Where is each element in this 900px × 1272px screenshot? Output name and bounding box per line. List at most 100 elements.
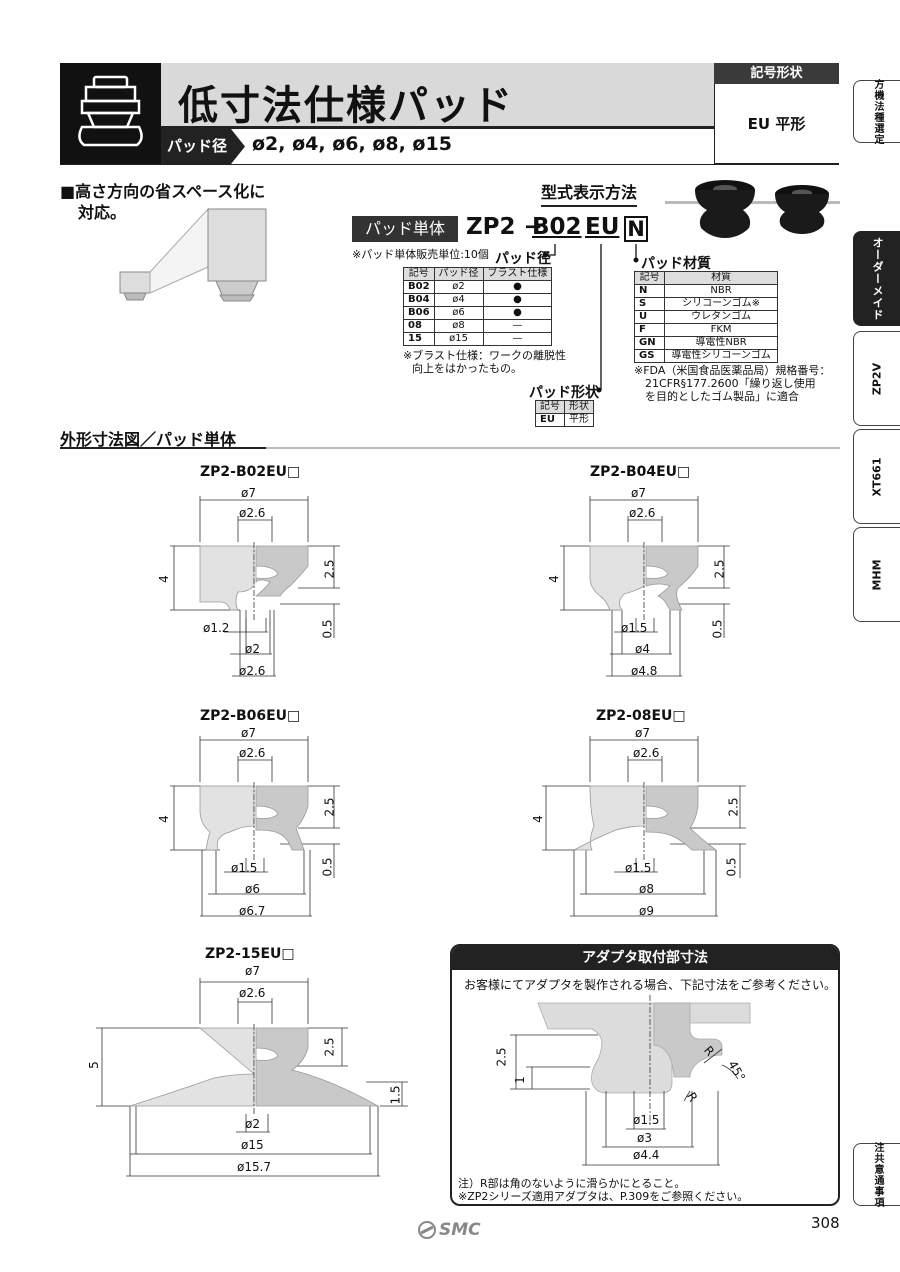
dim-15-c: ø15.7: [237, 1160, 272, 1174]
col-header: 記号: [633, 271, 666, 285]
drawing-title-b02: ZP2-B02EU□: [200, 464, 301, 480]
symbol-shape-label: 記号形状: [714, 63, 839, 84]
fda-note-3: を目的としたゴム製品」に適合: [645, 390, 799, 403]
dim-b06-top: ø7: [241, 726, 256, 740]
shape-title: パッド形状: [529, 385, 599, 401]
dim-15-height: 5: [86, 1061, 101, 1069]
tab-label: XT661: [870, 457, 884, 496]
blast-note-1: ※ブラスト仕様：ワークの離脱性: [403, 349, 566, 362]
adapter-d3: ø4.4: [633, 1148, 660, 1162]
dim-08-top: ø7: [635, 726, 650, 740]
dim-b04-top: ø7: [631, 486, 646, 500]
col-header: 形状: [564, 400, 594, 414]
dim-b04-b: ø4: [635, 642, 650, 656]
adapter-d1: ø1.5: [633, 1113, 660, 1127]
smc-logo: SMC: [418, 1220, 481, 1240]
drawing-title-b06: ZP2-B06EU□: [200, 708, 301, 724]
dim-08-mid: ø2.6: [633, 746, 660, 760]
symbol-box: [714, 84, 839, 164]
adapter-d2: ø3: [637, 1131, 652, 1145]
dim-b02-h1: 2.5: [322, 559, 337, 579]
drawing-b02: [170, 496, 340, 677]
dim-b06-h1: 2.5: [322, 797, 337, 817]
title-bar: [161, 63, 714, 129]
page-title: 低寸法仕様パッド: [178, 83, 514, 129]
dim-b02-top: ø7: [241, 486, 256, 500]
dim-b06-mid: ø2.6: [239, 746, 266, 760]
dim-b04-c: ø4.8: [631, 664, 658, 678]
col-header: パッド径: [433, 267, 484, 281]
tab-common-notes[interactable]: 注共意通事項: [853, 1142, 900, 1208]
dim-b04-mid: ø2.6: [629, 506, 656, 520]
col-header: ブラスト仕様: [482, 267, 553, 281]
dim-b04-h1: 2.5: [712, 559, 727, 579]
dim-b06-a: ø1.5: [231, 861, 258, 875]
adapter-panel: [450, 944, 840, 1206]
dim-15-top: ø7: [245, 964, 260, 978]
tab-model-selection[interactable]: 方機法種選定: [853, 78, 900, 145]
dim-b02-a: ø1.2: [203, 621, 230, 635]
col-header: 記号: [535, 400, 565, 414]
dim-b06-h2: 0.5: [320, 857, 335, 877]
tab-label: MHM: [870, 558, 884, 591]
dim-08-h1: 2.5: [726, 797, 741, 817]
section-rule: [665, 201, 840, 204]
dim-08-a: ø1.5: [625, 861, 652, 875]
smc-logo-icon: [418, 1221, 436, 1239]
brand-name: SMC: [439, 1220, 481, 1240]
feature-line-1: ■高さ方向の省スペース化に: [60, 182, 266, 201]
dim-08-h2: 0.5: [724, 857, 739, 877]
fda-note-2: 21CFR§177.2600「繰り返し使用: [645, 377, 816, 390]
fda-note-1: ※FDA（米国食品医薬品局）規格番号：: [634, 364, 831, 377]
code-pad-shape: EU: [585, 214, 620, 240]
dim-15-a: ø2: [245, 1117, 260, 1131]
drawing-title-15: ZP2-15EU□: [205, 946, 295, 962]
feature-line-2: 対応。: [78, 203, 127, 222]
dim-15-b: ø15: [241, 1138, 264, 1152]
symbol-value: EU 平形: [747, 115, 806, 133]
col-header: 記号: [403, 267, 435, 281]
page-number: 308: [811, 1214, 840, 1232]
code-pad-dia: B02: [532, 214, 582, 240]
drawing-b04: [560, 496, 730, 677]
tab-xt661[interactable]: XT661: [853, 429, 900, 524]
tab-mhm[interactable]: MHM: [853, 527, 900, 622]
adapter-h2: 1: [512, 1076, 527, 1084]
dim-b02-c: ø2.6: [239, 664, 266, 678]
unit-label: パッド単体: [352, 216, 458, 242]
pad-dia-title: パッド径: [495, 251, 551, 267]
code-prefix: ZP2 −: [466, 214, 551, 240]
tab-zp2v[interactable]: ZP2V: [853, 331, 900, 426]
dim-b06-height: 4: [156, 815, 171, 823]
model-section-title: 型式表示方法: [541, 179, 638, 207]
drawing-title-08: ZP2-08EU□: [596, 708, 686, 724]
dim-b02-height: 4: [156, 575, 171, 583]
code-pad-material: N: [624, 216, 648, 242]
adapter-h1: 2.5: [494, 1047, 509, 1067]
tab-label: 方機法種選定: [872, 78, 883, 145]
dim-15-mid: ø2.6: [239, 986, 266, 1000]
dimensions-section-title: 外形寸法図／パッド単体: [60, 430, 237, 449]
dim-b06-c: ø6.7: [239, 904, 266, 918]
pad-sizes: ø2, ø4, ø6, ø8, ø15: [252, 133, 452, 155]
dim-b04-height: 4: [546, 575, 561, 583]
dim-08-height: 4: [530, 815, 545, 823]
dim-b06-b: ø6: [245, 882, 260, 896]
drawing-title-b04: ZP2-B04EU□: [590, 464, 691, 480]
section-rule: [266, 447, 840, 449]
unit-sales-note: ※パッド単体販売単位:10個: [352, 248, 489, 261]
dim-15-h1: 2.5: [322, 1037, 337, 1057]
tab-made-to-order[interactable]: オーダーメイド: [853, 231, 900, 326]
